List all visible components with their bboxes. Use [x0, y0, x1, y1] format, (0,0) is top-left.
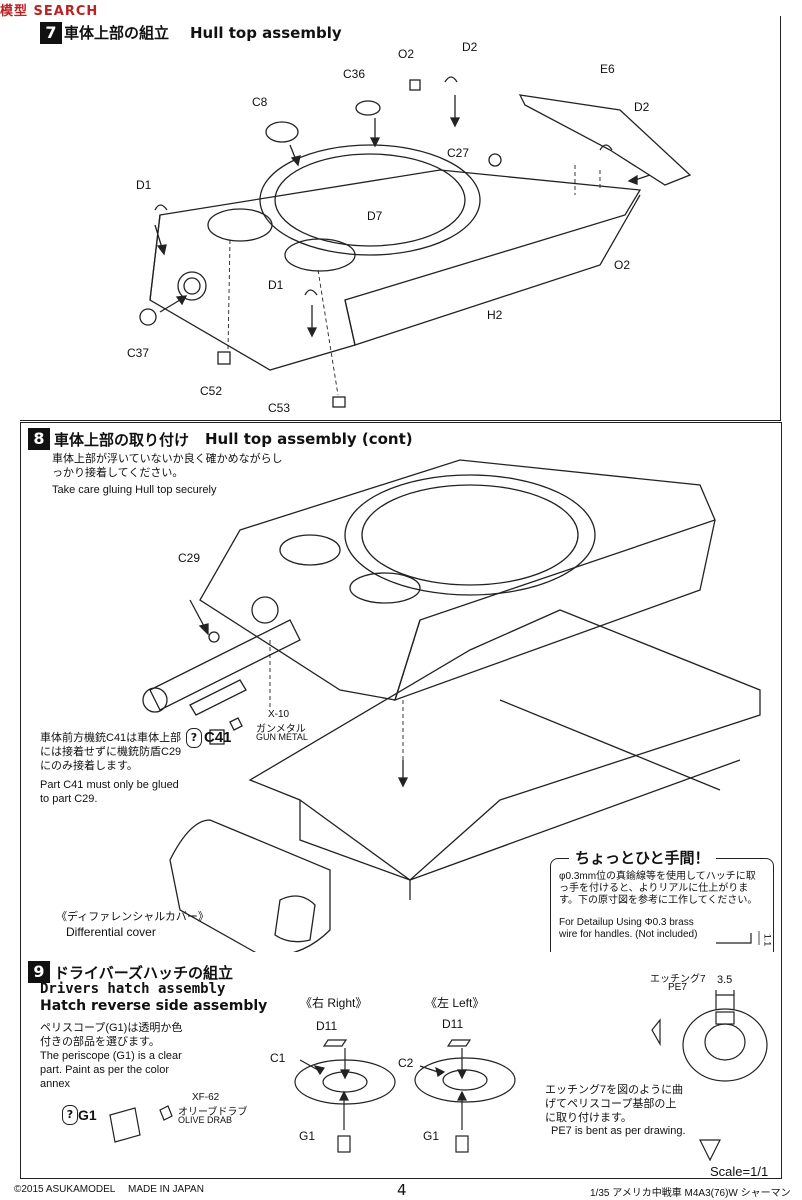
paint-name-en-gunmetal: GUN METAL [256, 732, 308, 742]
part-label-g1-left: G1 [423, 1129, 440, 1143]
step9-note-en: The periscope (G1) is a clear part. Pain… [40, 1050, 182, 1090]
part-label-g1-paint: G1 [78, 1107, 97, 1123]
part-label-c8: C8 [252, 95, 268, 109]
step8-title-jp: 車体上部の取り付け [54, 431, 190, 449]
part-label-c2: C2 [398, 1056, 414, 1070]
step8-title-en: Hull top assembly (cont) [205, 430, 413, 448]
step7-panel [20, 16, 781, 421]
detail-tip-box: ちょっとひと手間！ φ0.3mm位の真鍮線等を使用してハッチに取っ手を付けると、… [550, 847, 774, 968]
page-number: 4 [397, 1181, 407, 1199]
part-label-e6: E6 [600, 62, 615, 76]
warning-icon: ? [186, 728, 202, 748]
handle-diagram [716, 931, 760, 945]
part-label-o2-top: O2 [398, 47, 415, 61]
detail-tip-body-en: For Detailup Using Φ0.3 brass wire for h… [559, 917, 698, 940]
detail-tip-title: ちょっとひと手間！ [569, 847, 716, 868]
paint-name-jp-gunmetal: ガンメタル [256, 724, 306, 735]
etch-dimension: 3.5 [717, 974, 733, 986]
part-label-c1: C1 [270, 1051, 286, 1065]
c41-note-en: Part C41 must only be glued to part C29. [40, 779, 179, 805]
diff-cover-label-en: Differential cover [66, 925, 156, 939]
paint-code-x10: X-10 [268, 709, 290, 720]
paint-name-jp-olive: オリーブドラブ [178, 1107, 248, 1118]
step7-title-jp: 車体上部の組立 [64, 24, 170, 42]
scale-label: Scale=1/1 [710, 1164, 769, 1179]
step9-title-en1: Drivers hatch assembly [40, 981, 226, 997]
part-label-c52: C52 [200, 384, 223, 398]
part-label-d11-right: D11 [316, 1019, 338, 1033]
etch-label-pe7: PE7 [668, 982, 687, 993]
left-hatch-label: 《左 Left》 [425, 996, 485, 1010]
paint-name-en-olive: OLIVE DRAB [178, 1115, 233, 1125]
part-label-d2-right: D2 [634, 100, 650, 114]
diff-cover-label-jp: 《ディファレンシャルカバー》 [56, 911, 209, 923]
c41-note-jp: 車体前方機銃C41は車体上部には接着せずに機銃防盾C29にのみ接着します。 [40, 732, 182, 772]
etch-label-jp: エッチング7 [650, 974, 706, 985]
footer-product: 1/35 アメリカ中戦車 M4A3(76)W シャーマン [590, 1188, 791, 1199]
part-label-c53: C53 [268, 401, 291, 415]
part-label-h2: H2 [487, 308, 503, 322]
step7-number: 7 [40, 22, 62, 44]
step8-number: 8 [28, 428, 50, 450]
part-label-d1-middle: D1 [268, 278, 284, 292]
part-label-g1-right: G1 [299, 1129, 316, 1143]
step9-title-jp: ドライバーズハッチの組立 [54, 964, 233, 982]
footer-copyright: ©2015 ASUKAMODEL [14, 1184, 116, 1195]
step8-note-jp: 車体上部が浮いていないか良く確かめながらしっかり接着してください。 [52, 453, 283, 479]
paint-code-xf62: XF-62 [192, 1092, 220, 1103]
part-label-c36: C36 [343, 67, 366, 81]
part-label-c41: C41 [204, 729, 232, 746]
part-label-d1-left: D1 [136, 178, 152, 192]
step9-number: 9 [28, 961, 50, 983]
step9-title-en2: Hatch reverse side assembly [40, 998, 268, 1014]
step9-panel [20, 952, 782, 1179]
part-label-c29: C29 [178, 551, 201, 565]
watermark: 模型 SEARCH [0, 4, 99, 19]
handle-dimension: 1.1 [762, 933, 773, 947]
part-label-o2-right: O2 [614, 258, 631, 272]
part-label-d2-top: D2 [462, 40, 478, 54]
etch-note-jp: エッチング7を図のように曲げてペリスコープ基部の上に取り付けます。 [545, 1084, 684, 1124]
part-label-d7: D7 [367, 209, 383, 223]
step7-title-en: Hull top assembly [190, 24, 342, 42]
detail-tip-body-jp: φ0.3mm位の真鍮線等を使用してハッチに取っ手を付けると、よりリアルに仕上がり… [559, 871, 758, 906]
footer-made-in: MADE IN JAPAN [128, 1184, 204, 1195]
right-hatch-label: 《右 Right》 [300, 996, 368, 1010]
step9-note-jp: ペリスコープ(G1)は透明か色付きの部品を選びます。 [40, 1022, 183, 1048]
warning-icon-g1: ? [62, 1105, 78, 1125]
part-label-d11-left: D11 [442, 1017, 464, 1031]
part-label-c27: C27 [447, 146, 470, 160]
part-label-c37: C37 [127, 346, 150, 360]
etch-note-en: PE7 is bent as per drawing. [551, 1125, 686, 1137]
step8-note-en: Take care gluing Hull top securely [52, 484, 217, 496]
